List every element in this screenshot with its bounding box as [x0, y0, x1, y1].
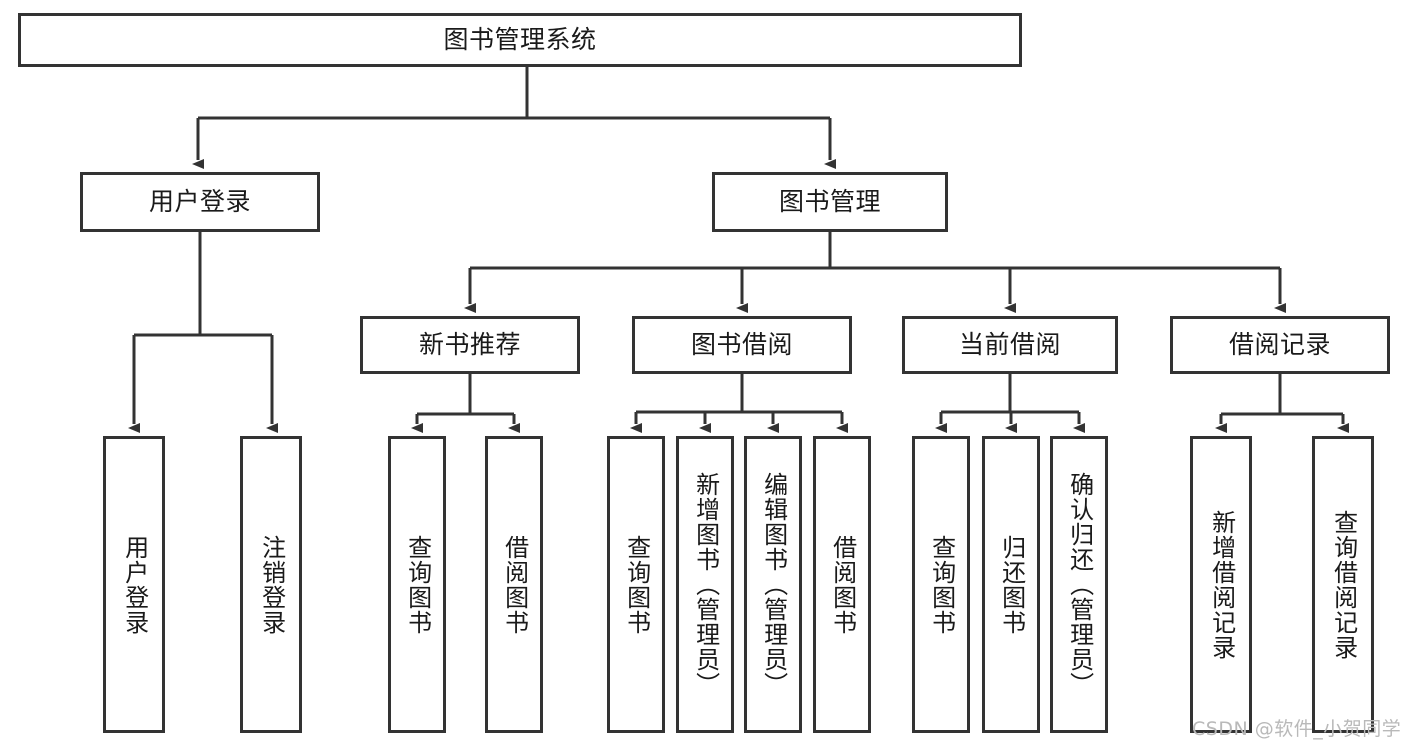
watermark-label: CSDN @软件_小贺同学: [1192, 718, 1402, 740]
node-level3-current-borrow[interactable]: 当前借阅: [902, 316, 1118, 374]
node-leaf-borrow-book[interactable]: 借阅图书: [813, 436, 871, 733]
node-level3-borrow-records[interactable]: 借阅记录: [1170, 316, 1390, 374]
node-leaf-logout[interactable]: 注销登录: [240, 436, 302, 733]
node-level2-book-management[interactable]: 图书管理: [712, 172, 948, 232]
node-leaf-query-borrow-record[interactable]: 查询借阅记录: [1312, 436, 1374, 733]
node-leaf-query-book-borrow[interactable]: 查询图书: [607, 436, 665, 733]
node-leaf-return-book[interactable]: 归还图书: [982, 436, 1040, 733]
node-leaf-add-book-admin[interactable]: 新增图书（管理员）: [676, 436, 734, 733]
node-leaf-add-borrow-record[interactable]: 新增借阅记录: [1190, 436, 1252, 733]
node-level3-book-borrow[interactable]: 图书借阅: [632, 316, 852, 374]
node-leaf-borrow-book-recommend[interactable]: 借阅图书: [485, 436, 543, 733]
node-leaf-query-book-current[interactable]: 查询图书: [912, 436, 970, 733]
node-leaf-query-book-recommend[interactable]: 查询图书: [388, 436, 446, 733]
node-root[interactable]: 图书管理系统: [18, 13, 1022, 67]
node-level2-user-login[interactable]: 用户登录: [80, 172, 320, 232]
node-level3-new-book-recommend[interactable]: 新书推荐: [360, 316, 580, 374]
node-leaf-user-login[interactable]: 用户登录: [103, 436, 165, 733]
node-leaf-edit-book-admin[interactable]: 编辑图书（管理员）: [744, 436, 802, 733]
node-leaf-confirm-return-admin[interactable]: 确认归还（管理员）: [1050, 436, 1108, 733]
